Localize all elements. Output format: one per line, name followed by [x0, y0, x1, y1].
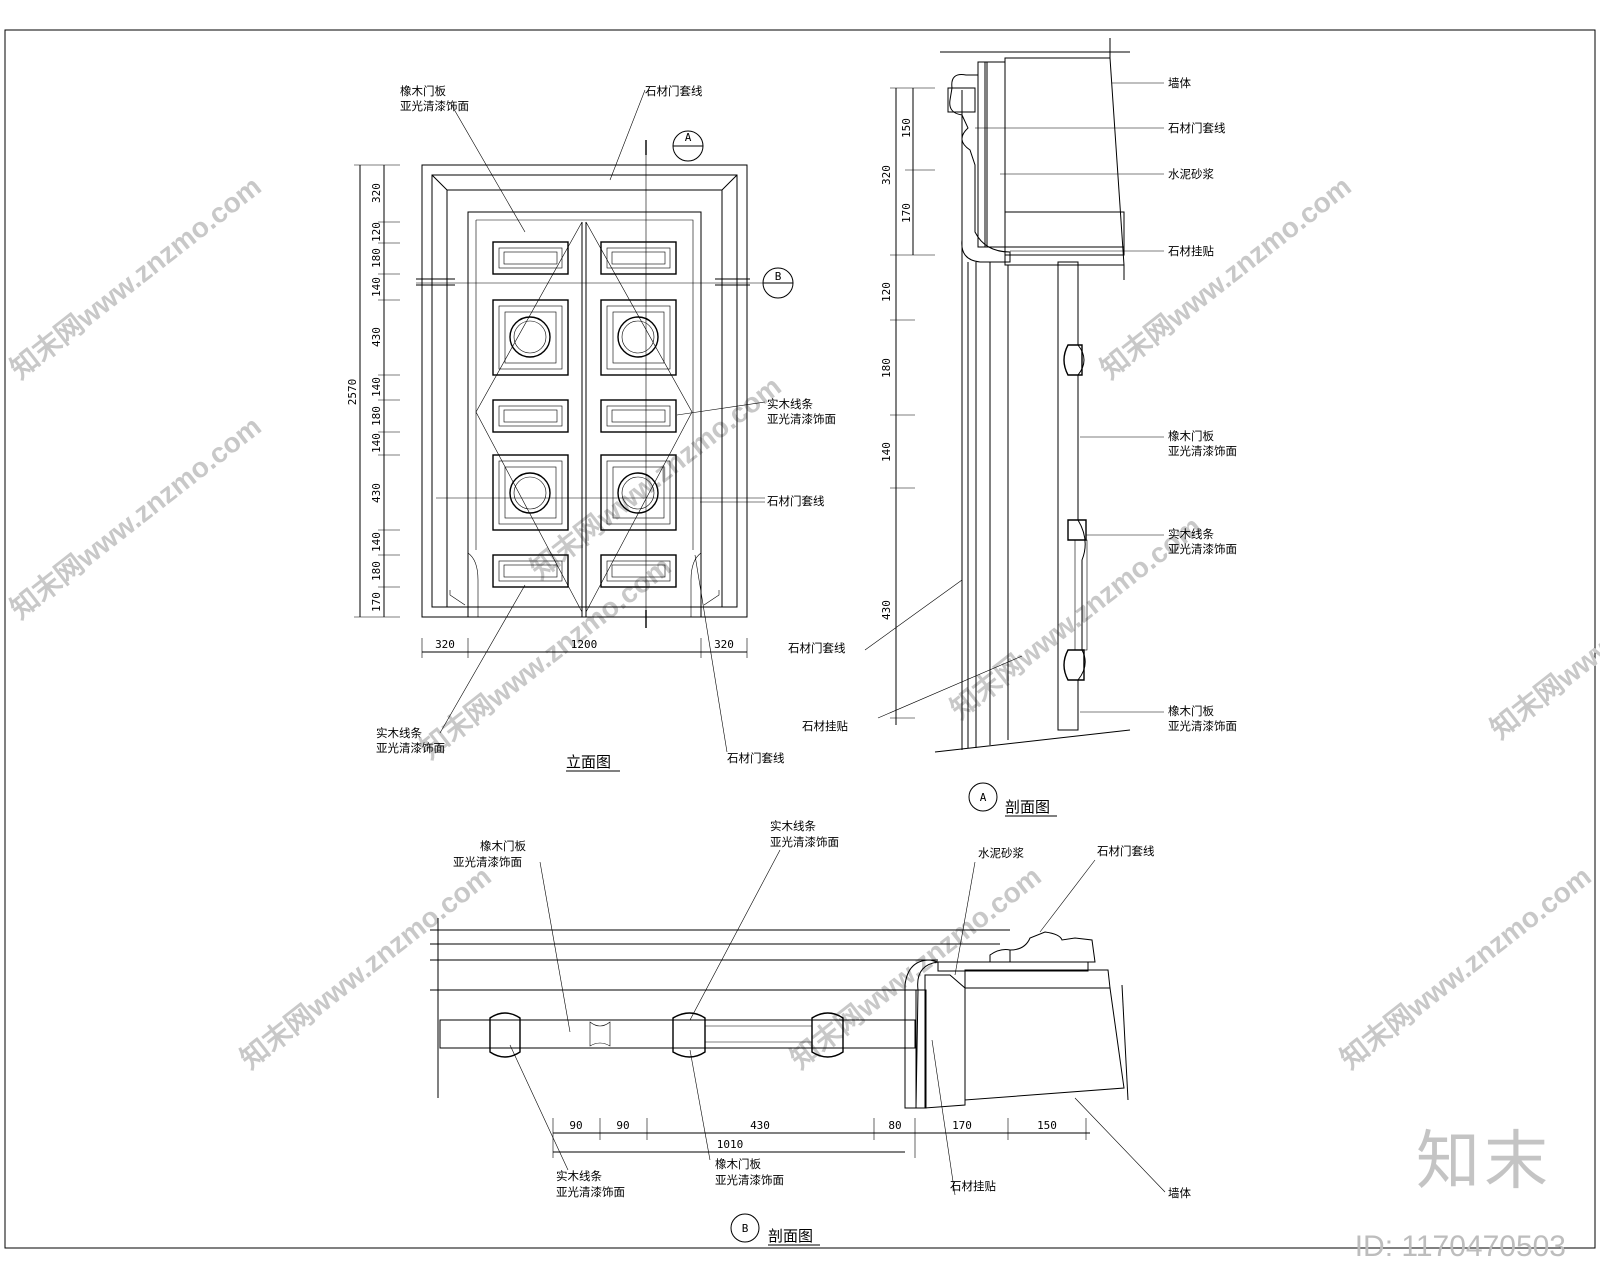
svg-text:430: 430 [370, 483, 383, 503]
svg-text:知末网www.znzmo.com: 知末网www.znzmo.com [1484, 530, 1600, 745]
section-a-view: 150 170 320 120 180 140 430 墙体 石材门套线 水泥砂… [788, 38, 1237, 817]
svg-text:剖面图: 剖面图 [1005, 798, 1050, 816]
svg-text:180: 180 [370, 248, 383, 268]
svg-text:180: 180 [880, 358, 893, 378]
svg-text:橡木门板: 橡木门板 [715, 1157, 761, 1171]
section-a-title: A 剖面图 [968, 782, 1057, 817]
svg-text:亚光清漆饰面: 亚光清漆饰面 [376, 741, 445, 755]
watermark-group: 知末网www.znzmo.com 知末网www.znzmo.com 知末网www… [4, 170, 1600, 1075]
svg-text:B: B [775, 270, 782, 283]
section-a-dims: 150 170 320 120 180 140 430 [880, 87, 935, 725]
svg-text:亚光清漆饰面: 亚光清漆饰面 [715, 1173, 784, 1187]
svg-text:石材门套线: 石材门套线 [1097, 844, 1155, 858]
svg-text:1200: 1200 [571, 638, 598, 651]
svg-text:石材门套线: 石材门套线 [727, 751, 785, 765]
svg-text:知末网www.znzmo.com: 知末网www.znzmo.com [1334, 860, 1597, 1075]
svg-text:170: 170 [952, 1119, 972, 1132]
svg-text:亚光清漆饰面: 亚光清漆饰面 [1168, 444, 1237, 458]
svg-text:墙体: 墙体 [1168, 1186, 1191, 1200]
svg-text:170: 170 [370, 592, 383, 612]
svg-text:亚光清漆饰面: 亚光清漆饰面 [556, 1185, 625, 1199]
svg-text:140: 140 [880, 442, 893, 462]
section-b-title: B 剖面图 [730, 1213, 820, 1246]
svg-text:150: 150 [1037, 1119, 1057, 1132]
svg-text:剖面图: 剖面图 [768, 1227, 813, 1245]
svg-text:140: 140 [370, 532, 383, 552]
svg-text:430: 430 [370, 327, 383, 347]
svg-text:知末网www.znzmo.com: 知末网www.znzmo.com [1094, 170, 1357, 385]
svg-text:橡木门板: 橡木门板 [480, 839, 526, 853]
svg-text:橡木门板: 橡木门板 [400, 84, 446, 98]
svg-text:知末网www.znzmo.com: 知末网www.znzmo.com [4, 410, 267, 625]
svg-text:亚光清漆饰面: 亚光清漆饰面 [770, 835, 839, 849]
svg-text:石材挂贴: 石材挂贴 [950, 1179, 996, 1193]
svg-text:320: 320 [880, 165, 893, 185]
svg-text:A: A [980, 791, 987, 804]
svg-text:石材挂贴: 石材挂贴 [802, 719, 848, 733]
wall-block-b [964, 987, 1125, 1101]
svg-text:石材挂贴: 石材挂贴 [1168, 244, 1214, 258]
svg-text:120: 120 [370, 222, 383, 242]
svg-text:石材门套线: 石材门套线 [1168, 121, 1226, 135]
section-b-dims: 90 90 430 80 170 150 1010 [552, 1118, 1090, 1158]
elevation-vertical-dims: 320 120 180 140 430 140 180 140 430 140 … [346, 164, 400, 618]
section-marker-b: B [762, 267, 794, 299]
svg-text:320: 320 [435, 638, 455, 651]
svg-text:150: 150 [900, 118, 913, 138]
watermark-brand: 知末 [1416, 1125, 1552, 1197]
svg-text:90: 90 [616, 1119, 629, 1132]
elevation-title: 立面图 [566, 753, 611, 771]
elevation-view: A B 320 120 180 140 430 140 180 140 4 [346, 84, 836, 772]
svg-text:1010: 1010 [717, 1138, 744, 1151]
door-leaf-casing [467, 211, 702, 618]
svg-text:A: A [685, 131, 692, 144]
svg-text:实木线条: 实木线条 [376, 726, 422, 740]
svg-text:实木线条: 实木线条 [767, 397, 813, 411]
svg-text:170: 170 [900, 203, 913, 223]
svg-text:水泥砂浆: 水泥砂浆 [1168, 167, 1214, 181]
sheet-border [4, 29, 1596, 1249]
svg-text:430: 430 [750, 1119, 770, 1132]
svg-text:石材门套线: 石材门套线 [788, 641, 846, 655]
svg-text:实木线条: 实木线条 [556, 1169, 602, 1183]
svg-text:亚光清漆饰面: 亚光清漆饰面 [1168, 542, 1237, 556]
section-b-view: 90 90 430 80 170 150 1010 橡木门板 亚光清漆饰面 实木… [430, 819, 1191, 1246]
svg-text:140: 140 [370, 433, 383, 453]
svg-text:亚光清漆饰面: 亚光清漆饰面 [400, 99, 469, 113]
svg-text:水泥砂浆: 水泥砂浆 [978, 846, 1024, 860]
svg-text:90: 90 [569, 1119, 582, 1132]
door-leaf-section-a [1057, 261, 1086, 731]
panels-left-leaf [492, 241, 569, 588]
svg-text:石材门套线: 石材门套线 [645, 84, 703, 98]
svg-text:180: 180 [370, 406, 383, 426]
svg-text:知末网www.znzmo.com: 知末网www.znzmo.com [234, 860, 497, 1075]
door-leaf-section-b [439, 1019, 916, 1049]
elevation-horizontal-dims: 320 1200 320 [421, 638, 748, 658]
svg-text:知末网www.znzmo.com: 知末网www.znzmo.com [4, 170, 267, 385]
svg-text:B: B [742, 1222, 749, 1235]
svg-text:2570: 2570 [346, 379, 359, 406]
svg-text:140: 140 [370, 377, 383, 397]
svg-text:墙体: 墙体 [1168, 76, 1191, 90]
svg-text:橡木门板: 橡木门板 [1168, 704, 1214, 718]
svg-text:120: 120 [880, 282, 893, 302]
svg-text:橡木门板: 橡木门板 [1168, 429, 1214, 443]
svg-text:430: 430 [880, 600, 893, 620]
svg-text:亚光清漆饰面: 亚光清漆饰面 [1168, 719, 1237, 733]
section-marker-a: A [672, 130, 704, 162]
svg-text:实木线条: 实木线条 [1168, 527, 1214, 541]
svg-text:320: 320 [714, 638, 734, 651]
svg-text:实木线条: 实木线条 [770, 819, 816, 833]
svg-text:亚光清漆饰面: 亚光清漆饰面 [453, 855, 522, 869]
svg-text:亚光清漆饰面: 亚光清漆饰面 [767, 412, 836, 426]
wall-block-a [1004, 57, 1125, 266]
panels-right-leaf [600, 241, 677, 588]
svg-text:180: 180 [370, 561, 383, 581]
svg-text:320: 320 [370, 183, 383, 203]
svg-text:140: 140 [370, 277, 383, 297]
svg-text:石材门套线: 石材门套线 [767, 494, 825, 508]
watermark-image-id: ID: 1170470503 [1354, 1230, 1566, 1263]
svg-text:80: 80 [888, 1119, 901, 1132]
